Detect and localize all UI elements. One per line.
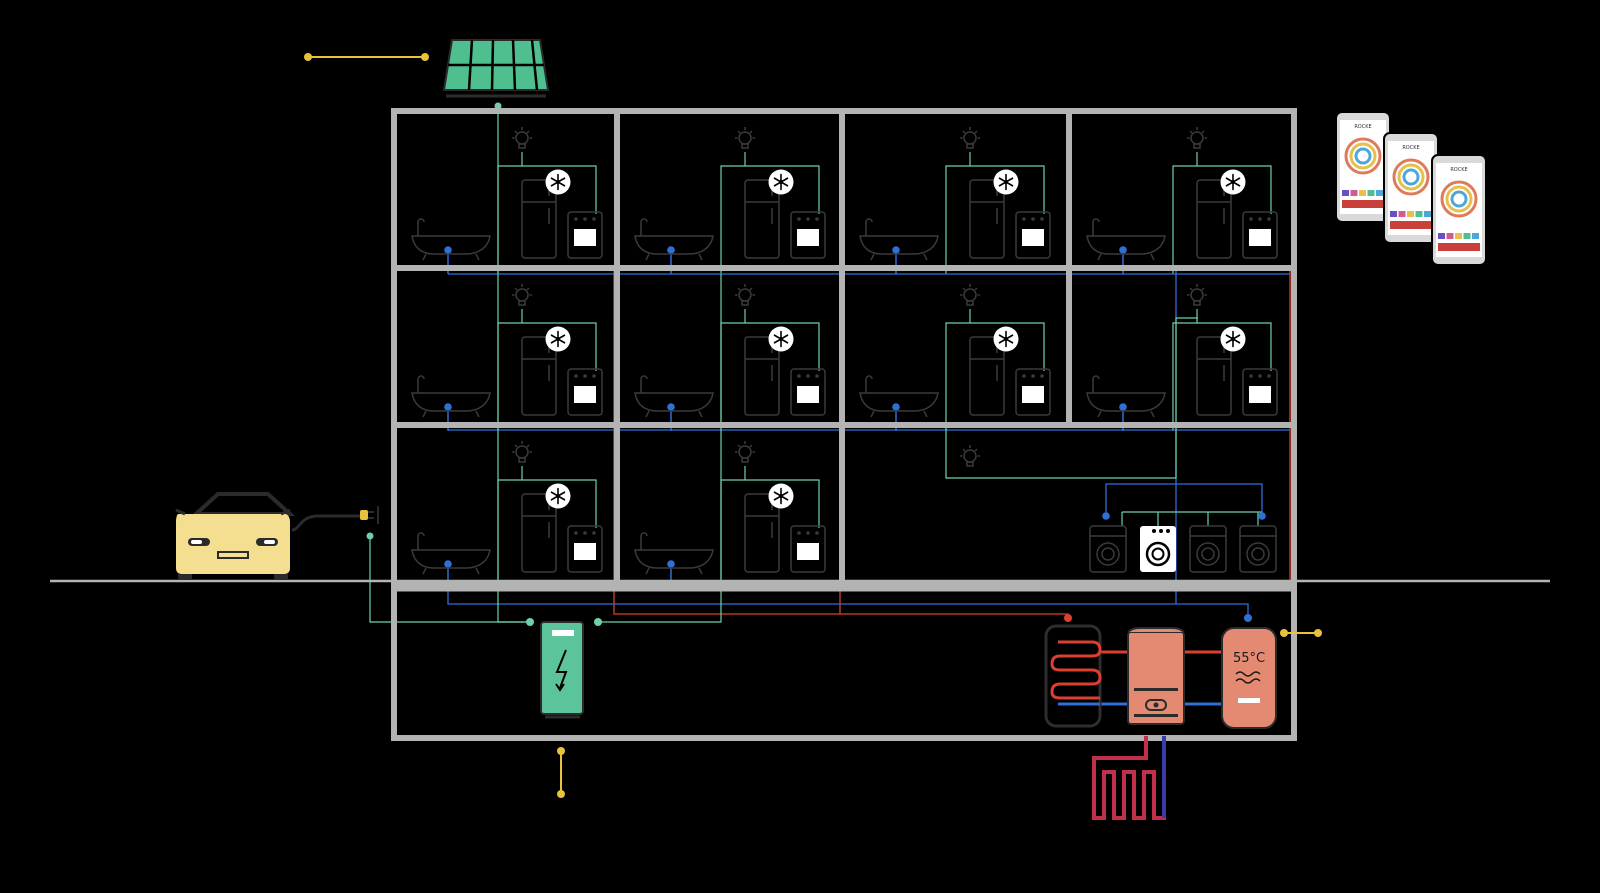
apartment-unit [634, 283, 826, 418]
washing-machine-icon[interactable] [1089, 525, 1127, 573]
hot-water-tank-icon[interactable]: 55°C [1221, 627, 1277, 729]
smartphone-app-icon[interactable]: ROCKE [1335, 111, 1391, 223]
washing-machine-icon[interactable] [1189, 525, 1227, 573]
bathtub-icon [859, 375, 939, 418]
air-conditioner-icon[interactable] [767, 168, 795, 196]
electric-car-icon[interactable] [175, 492, 360, 580]
lightbulb-icon [511, 126, 533, 149]
oven-icon [1242, 211, 1278, 259]
bathtub-icon [634, 218, 714, 261]
apartment-unit [1086, 283, 1278, 418]
charging-plug-icon[interactable] [360, 506, 379, 524]
phone-app-title: ROCKE [1354, 124, 1371, 130]
apartment-unit [859, 126, 1051, 261]
oven-icon [567, 525, 603, 573]
bathtub-icon [859, 218, 939, 261]
lightning-icon [555, 649, 568, 689]
apartment-unit [411, 283, 603, 418]
laundry-room [959, 444, 1277, 574]
lightbulb-icon [959, 283, 981, 306]
oven-icon [790, 211, 826, 259]
lightbulb-icon [1186, 283, 1208, 306]
lightbulb-icon [734, 440, 756, 463]
phone-app-title: ROCKE [1402, 145, 1419, 151]
bathtub-icon [634, 532, 714, 575]
smartphone-app-group[interactable]: ROCKE ROCKE ROCKE [1335, 111, 1487, 266]
washing-machine-icon[interactable] [1138, 524, 1178, 574]
lightbulb-icon [511, 440, 533, 463]
bathtub-icon [411, 375, 491, 418]
air-conditioner-icon[interactable] [767, 325, 795, 353]
apartment-unit [1086, 126, 1278, 261]
oven-icon [790, 525, 826, 573]
smartphone-app-icon[interactable]: ROCKE [1383, 132, 1439, 244]
tank-temperature: 55°C [1233, 651, 1265, 666]
oven-icon [1015, 368, 1051, 416]
tank-output-connector [1280, 629, 1322, 637]
air-conditioner-icon[interactable] [1219, 325, 1247, 353]
battery-storage-icon[interactable] [540, 621, 584, 719]
apartment-unit [411, 440, 603, 575]
air-conditioner-icon[interactable] [544, 482, 572, 510]
apartment-unit [634, 126, 826, 261]
oven-icon [1242, 368, 1278, 416]
bathtub-icon [411, 218, 491, 261]
air-conditioner-icon[interactable] [992, 325, 1020, 353]
oven-icon [1015, 211, 1051, 259]
lightbulb-icon [1186, 126, 1208, 149]
wiring-layer [366, 102, 1291, 706]
heat-exchanger-icon[interactable] [1044, 624, 1102, 728]
air-conditioner-icon[interactable] [767, 482, 795, 510]
solar-panel-icon[interactable] [304, 39, 550, 98]
building-frame [391, 108, 1297, 741]
apartment-unit [411, 126, 603, 261]
oven-icon [567, 211, 603, 259]
smartphone-app-icon[interactable]: ROCKE [1431, 154, 1487, 266]
bathtub-icon [411, 532, 491, 575]
apartment-unit [634, 440, 826, 575]
oven-icon [790, 368, 826, 416]
underfloor-heating-loop [1092, 736, 1166, 820]
apartment-unit [859, 283, 1051, 418]
heat-pump-icon[interactable] [1127, 627, 1185, 725]
air-conditioner-icon[interactable] [1219, 168, 1247, 196]
air-conditioner-icon[interactable] [544, 168, 572, 196]
lightbulb-icon [511, 283, 533, 306]
bathtub-icon [634, 375, 714, 418]
bathtub-icon [1086, 218, 1166, 261]
washing-machine-icon[interactable] [1239, 525, 1277, 573]
lightbulb-icon [959, 126, 981, 149]
air-conditioner-icon[interactable] [992, 168, 1020, 196]
lightbulb-icon [734, 283, 756, 306]
lightbulb-icon [734, 126, 756, 149]
air-conditioner-icon[interactable] [544, 325, 572, 353]
phone-app-title: ROCKE [1450, 167, 1467, 173]
oven-icon [567, 368, 603, 416]
grid-connection [557, 747, 565, 798]
bathtub-icon [1086, 375, 1166, 418]
lightbulb-icon [959, 444, 981, 467]
